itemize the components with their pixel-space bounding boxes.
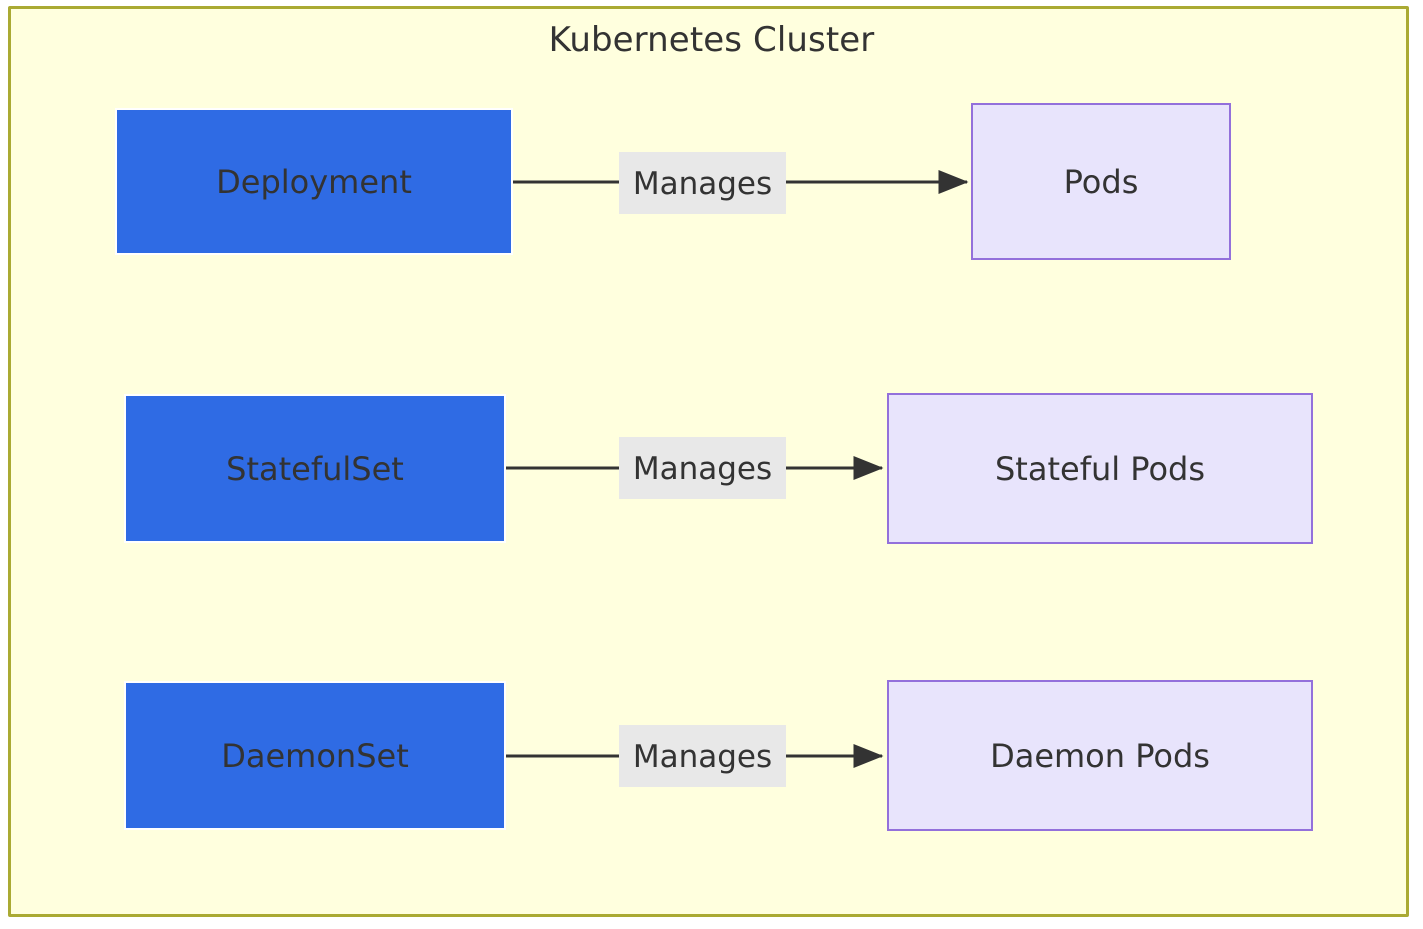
edge-label-daemonset-manages: Manages bbox=[619, 725, 786, 787]
edge-label-deployment-manages: Manages bbox=[619, 152, 786, 214]
node-statefulset-label: StatefulSet bbox=[226, 449, 404, 488]
node-deployment-label: Deployment bbox=[216, 162, 412, 201]
node-pods-label: Pods bbox=[1063, 162, 1139, 201]
node-daemonset[interactable]: DaemonSet bbox=[124, 681, 506, 830]
edge-label-statefulset-manages: Manages bbox=[619, 437, 786, 499]
cluster-title: Kubernetes Cluster bbox=[548, 20, 875, 60]
node-daemon-pods[interactable]: Daemon Pods bbox=[887, 680, 1313, 831]
node-daemon-pods-label: Daemon Pods bbox=[990, 736, 1210, 775]
node-pods[interactable]: Pods bbox=[971, 103, 1231, 260]
node-daemonset-label: DaemonSet bbox=[221, 736, 409, 775]
node-stateful-pods-label: Stateful Pods bbox=[994, 449, 1206, 488]
node-statefulset[interactable]: StatefulSet bbox=[124, 394, 506, 543]
node-stateful-pods[interactable]: Stateful Pods bbox=[887, 393, 1313, 544]
node-deployment[interactable]: Deployment bbox=[115, 108, 513, 255]
